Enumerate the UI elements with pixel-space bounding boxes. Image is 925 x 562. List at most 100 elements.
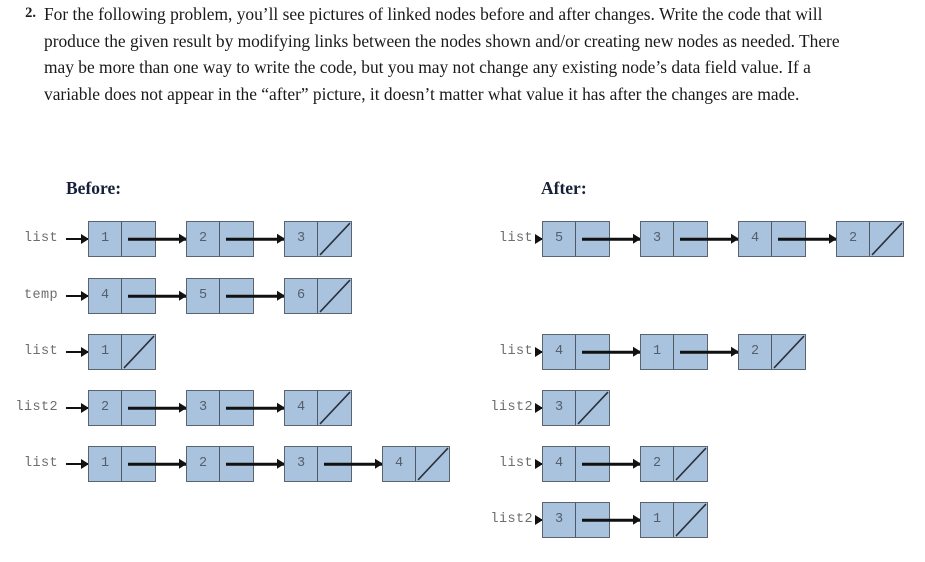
next-link-arrow-icon — [778, 237, 836, 241]
before-column-heading: Before: — [66, 178, 122, 198]
variable-label: list — [23, 456, 58, 472]
node-next-field — [318, 391, 351, 425]
after-column-heading: After: — [541, 178, 587, 198]
linked-list-node: 2 — [836, 221, 904, 257]
linked-list-node: 3 — [186, 390, 284, 426]
null-pointer-icon — [318, 222, 351, 256]
node-next-field — [220, 391, 284, 425]
node-next-field — [576, 335, 640, 369]
next-link-arrow-icon — [324, 462, 382, 466]
linked-list-node: 1 — [88, 334, 156, 370]
node-next-field — [576, 503, 640, 537]
node-next-field — [576, 447, 640, 481]
linked-list-node: 4 — [738, 221, 836, 257]
node-next-field — [220, 447, 284, 481]
problem-statement: 2. For the following problem, you’ll see… — [0, 0, 925, 107]
node-chain: 2 3 4 — [88, 390, 352, 426]
before-list-row: list 1 2 3 4 — [0, 444, 450, 484]
next-link-arrow-icon — [680, 350, 738, 354]
node-data-field: 3 — [543, 391, 576, 425]
variable-pointer-arrow-icon — [66, 407, 88, 409]
null-pointer-icon — [674, 447, 707, 481]
node-data-field: 1 — [89, 222, 122, 256]
variable-pointer-arrow-icon — [541, 238, 542, 240]
node-data-field: 3 — [285, 222, 318, 256]
next-link-arrow-icon — [680, 237, 738, 241]
node-data-field: 3 — [187, 391, 220, 425]
next-link-arrow-icon — [128, 237, 186, 241]
variable-pointer-arrow-icon — [541, 519, 542, 521]
linked-list-node: 1 — [88, 221, 186, 257]
linked-list-node: 3 — [284, 221, 352, 257]
node-data-field: 2 — [187, 447, 220, 481]
node-next-field — [122, 279, 186, 313]
linked-list-node: 1 — [640, 334, 738, 370]
node-data-field: 1 — [641, 335, 674, 369]
linked-list-node: 4 — [542, 446, 640, 482]
next-link-arrow-icon — [128, 294, 186, 298]
variable-label: list — [498, 456, 533, 472]
node-next-field — [122, 391, 186, 425]
node-data-field: 4 — [285, 391, 318, 425]
variable-label: list — [498, 344, 533, 360]
node-chain: 3 — [542, 390, 610, 426]
linked-list-node: 1 — [88, 446, 186, 482]
node-data-field: 2 — [837, 222, 870, 256]
variable-label: temp — [23, 288, 58, 304]
null-pointer-icon — [318, 279, 351, 313]
linked-list-node: 3 — [542, 502, 640, 538]
node-data-field: 4 — [89, 279, 122, 313]
variable-pointer-arrow-icon — [541, 407, 542, 409]
node-next-field — [576, 222, 640, 256]
linked-list-node: 2 — [738, 334, 806, 370]
next-link-arrow-icon — [582, 237, 640, 241]
node-next-field — [576, 391, 609, 425]
null-pointer-icon — [870, 222, 903, 256]
next-link-arrow-icon — [226, 462, 284, 466]
next-link-arrow-icon — [582, 462, 640, 466]
problem-number: 2. — [25, 5, 36, 21]
null-pointer-icon — [772, 335, 805, 369]
problem-text: For the following problem, you’ll see pi… — [44, 4, 840, 104]
linked-list-node: 2 — [186, 446, 284, 482]
node-data-field: 4 — [739, 222, 772, 256]
variable-pointer-arrow-icon — [541, 463, 542, 465]
linked-list-node: 5 — [542, 221, 640, 257]
variable-label: list — [498, 231, 533, 247]
variable-pointer-arrow-icon — [66, 351, 88, 353]
linked-list-node: 2 — [88, 390, 186, 426]
node-data-field: 4 — [543, 447, 576, 481]
node-data-field: 2 — [89, 391, 122, 425]
node-next-field — [220, 222, 284, 256]
node-next-field — [674, 503, 707, 537]
node-next-field — [122, 447, 186, 481]
null-pointer-icon — [318, 391, 351, 425]
node-data-field: 1 — [89, 447, 122, 481]
node-next-field — [220, 279, 284, 313]
next-link-arrow-icon — [582, 350, 640, 354]
linked-list-node: 3 — [542, 390, 610, 426]
node-data-field: 4 — [543, 335, 576, 369]
node-chain: 4 1 2 — [542, 334, 806, 370]
node-data-field: 1 — [641, 503, 674, 537]
linked-list-node: 1 — [640, 502, 708, 538]
node-data-field: 6 — [285, 279, 318, 313]
node-data-field: 3 — [641, 222, 674, 256]
node-data-field: 3 — [285, 447, 318, 481]
null-pointer-icon — [416, 447, 449, 481]
linked-list-node: 5 — [186, 278, 284, 314]
next-link-arrow-icon — [226, 237, 284, 241]
next-link-arrow-icon — [226, 406, 284, 410]
next-link-arrow-icon — [582, 518, 640, 522]
linked-list-node: 4 — [382, 446, 450, 482]
